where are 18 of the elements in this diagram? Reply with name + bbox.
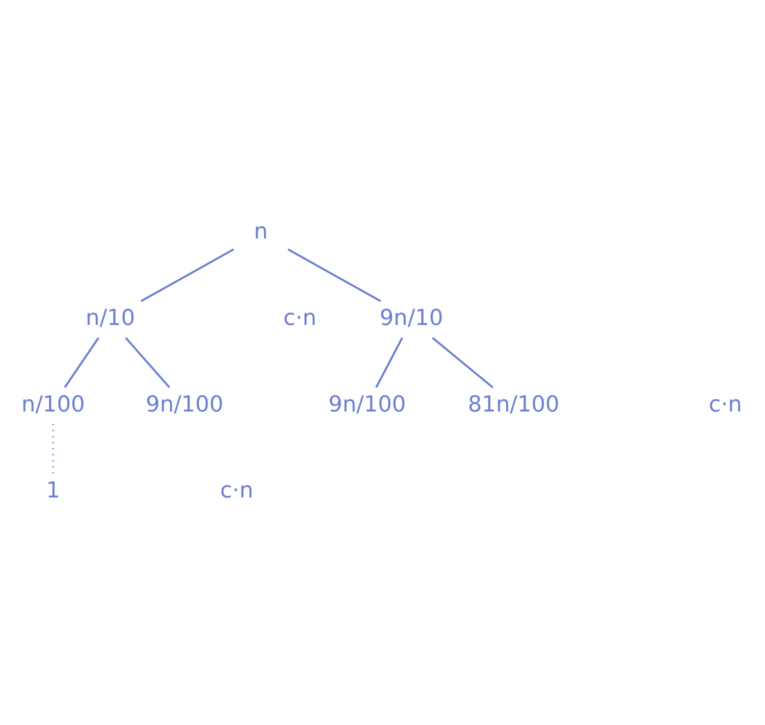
connector [288,248,382,302]
node-text: 1 [46,478,60,504]
node-text: n [254,220,268,245]
node-text: n/10 [86,306,136,331]
node-text: 9n/10 [380,306,444,331]
label: c·n [220,478,254,504]
connector [124,337,170,388]
connector [52,424,54,474]
label: c·n [283,306,317,331]
connector [432,337,494,388]
node-text: 9n/100 [146,392,224,418]
connector [64,337,100,388]
node-text: 81n/100 [468,392,560,418]
node-text: n/100 [21,392,85,418]
node-text: 9n/100 [328,392,406,418]
connector [375,337,404,388]
label: c·n [708,392,742,418]
connector [140,248,234,302]
